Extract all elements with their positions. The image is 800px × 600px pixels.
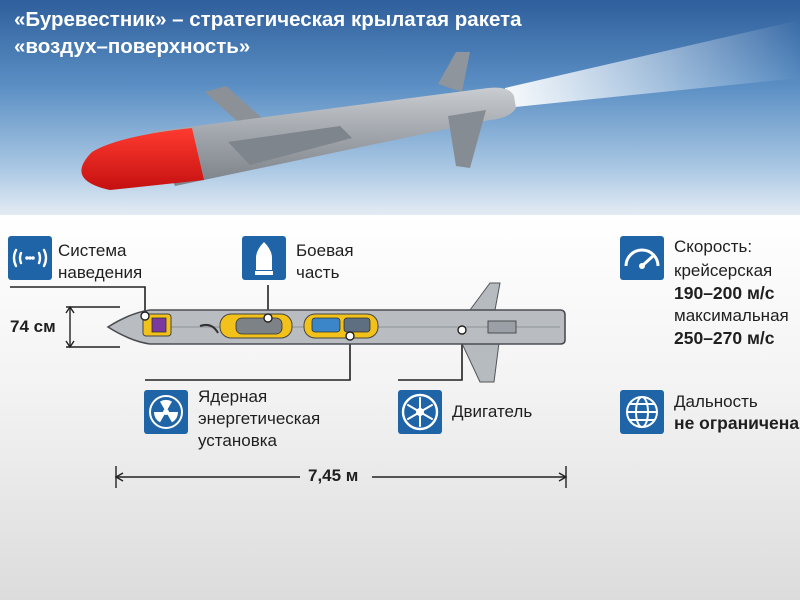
- title-line-1: «Буревестник» – стратегическая крылатая …: [14, 8, 522, 31]
- missile-nose: [81, 128, 204, 190]
- missile-lower-wing: [228, 126, 352, 165]
- warhead-icon: [242, 236, 286, 280]
- length-arrow-left: [114, 472, 124, 482]
- engine-label: Двигатель: [452, 402, 533, 421]
- leader-line-guidance: [10, 286, 146, 316]
- diameter-arrow-down: [65, 340, 75, 349]
- speed-max-value: 250–270 м/с: [674, 328, 775, 348]
- schematic-guidance-chip: [151, 317, 167, 333]
- schematic-warhead: [235, 317, 283, 335]
- length-label: 7,45 м: [308, 466, 359, 485]
- speedometer-icon: [620, 236, 664, 280]
- schematic-reactor: [311, 317, 341, 333]
- speed-max-label: максимальная: [674, 306, 789, 325]
- engine-marker: [457, 325, 467, 335]
- guidance-label-line-1: Система: [58, 241, 127, 260]
- nuclear-label-line-1: Ядерная: [198, 387, 268, 406]
- radiation-icon: [144, 390, 188, 434]
- diameter-arrow-up: [65, 305, 75, 314]
- length-arrow-right: [558, 472, 568, 482]
- leader-line-nuclear: [145, 336, 351, 381]
- schematic-nozzle: [487, 320, 517, 334]
- leader-line-engine: [398, 334, 463, 381]
- schematic-top-fin: [469, 282, 501, 311]
- guidance-marker: [140, 311, 150, 321]
- warhead-label-line-1: Боевая: [296, 241, 354, 260]
- exhaust-trail: [505, 20, 800, 108]
- missile-3d-illustration: [81, 20, 800, 190]
- range-value: не ограничена: [674, 413, 800, 433]
- speed-cruise-value: 190–200 м/с: [674, 283, 775, 303]
- nuclear-label-line-2: энергетическая: [198, 409, 321, 428]
- diameter-label: 74 см: [10, 317, 56, 336]
- speed-cruise-label: крейсерская: [674, 261, 773, 280]
- nuclear-label-line-3: установка: [198, 431, 277, 450]
- missile-bottom-fin: [448, 110, 486, 168]
- nuclear-marker: [345, 331, 355, 341]
- warhead-marker: [263, 313, 273, 323]
- schematic-reactor-part: [343, 317, 371, 333]
- guidance-label-line-2: наведения: [58, 263, 143, 282]
- title-line-2: «воздух–поверхность»: [14, 35, 251, 58]
- missile-upper-wing: [205, 86, 262, 122]
- warhead-label-line-2: часть: [296, 263, 340, 282]
- header-sky-background: «Буревестник» – стратегическая крылатая …: [0, 0, 800, 215]
- missile-top-fin: [438, 52, 470, 92]
- globe-icon: [620, 390, 664, 434]
- range-heading: Дальность: [674, 392, 758, 411]
- schematic-intake: [199, 323, 219, 334]
- turbine-icon: [398, 390, 442, 434]
- radar-signal-icon: [8, 236, 52, 280]
- speed-heading: Скорость:: [674, 237, 753, 256]
